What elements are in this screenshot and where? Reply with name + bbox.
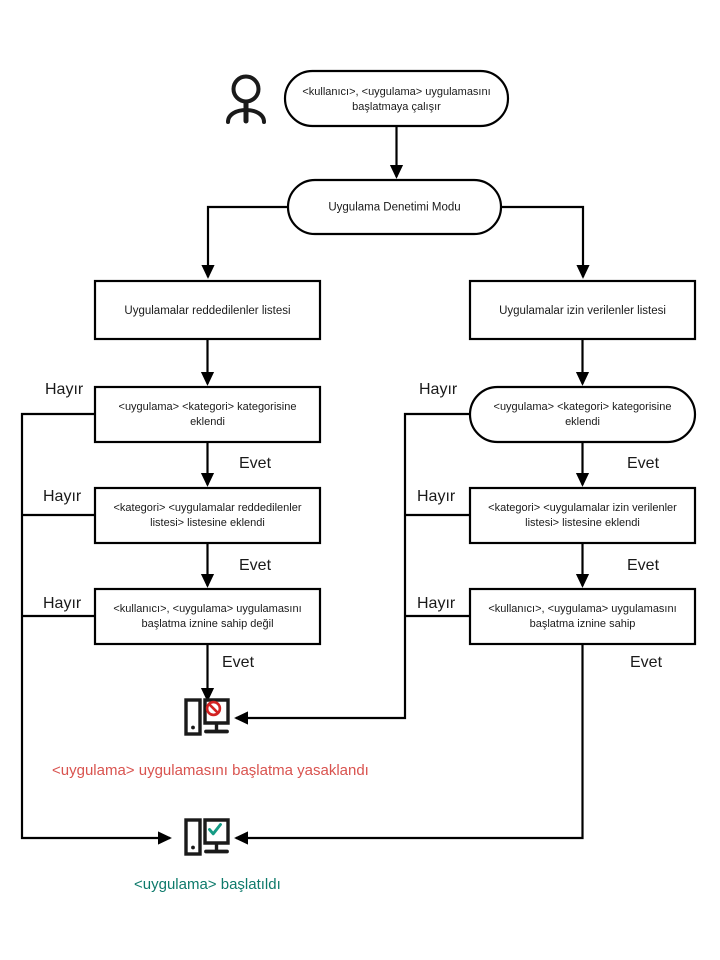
label-right-no-2: Hayır: [417, 488, 456, 505]
node-deny-list-added: <kategori> <uygulamalar reddedilenler li…: [93, 486, 322, 545]
node-start-line2: başlatmaya çalışır: [352, 101, 441, 113]
node-allow-category: <uygulama> <kategori> kategorisine eklen…: [468, 385, 697, 444]
edge-allow-category-no: [234, 412, 470, 725]
person-icon: [226, 74, 266, 124]
node-allow-category-line1: <uygulama> <kategori> kategorisine: [494, 401, 672, 413]
node-deny-category-line2: eklendi: [190, 416, 225, 428]
edge-mode-to-denylist: [201, 205, 288, 279]
node-allow-category-line2: eklendi: [565, 416, 600, 428]
edge-allow-permission-yes-to-started: [234, 644, 584, 845]
node-allow-list-added: <kategori> <uygulamalar izin verilenler …: [468, 486, 697, 545]
node-allow-permission-line1: <kullanıcı>, <uygulama> uygulamasını: [488, 603, 676, 615]
label-right-yes-1: Evet: [627, 455, 660, 472]
monitor-allowed-icon: [184, 818, 230, 856]
label-right-no-1: Hayır: [419, 381, 458, 398]
node-start: <kullanıcı>, <uygulama> uygulamasını baş…: [283, 69, 510, 128]
node-start-line1: <kullanıcı>, <uygulama> uygulamasını: [302, 86, 490, 98]
node-deny-permission-line2: başlatma iznine sahip değil: [141, 618, 273, 630]
node-allow-permission: <kullanıcı>, <uygulama> uygulamasını baş…: [468, 587, 697, 646]
label-left-no-2: Hayır: [43, 488, 82, 505]
edge-mode-to-allowlist: [501, 205, 590, 279]
node-mode-label: Uygulama Denetimi Modu: [328, 202, 460, 214]
label-left-no-1: Hayır: [45, 381, 84, 398]
blocked-outcome-label: <uygulama> uygulamasını başlatma yasakla…: [52, 762, 369, 779]
node-allowlist-label: Uygulamalar izin verilenler listesi: [499, 305, 666, 317]
node-mode: Uygulama Denetimi Modu: [286, 178, 503, 236]
node-allowlist: Uygulamalar izin verilenler listesi: [468, 279, 697, 341]
node-deny-permission-line1: <kullanıcı>, <uygulama> uygulamasını: [113, 603, 301, 615]
node-allow-list-added-line2: listesi> listesine eklendi: [525, 517, 640, 529]
node-deny-permission: <kullanıcı>, <uygulama> uygulamasını baş…: [93, 587, 322, 646]
node-allow-permission-line2: başlatma iznine sahip: [530, 618, 636, 630]
label-left-yes-3: Evet: [222, 654, 255, 671]
started-outcome-label: <uygulama> başlatıldı: [134, 876, 281, 893]
label-left-yes-2: Evet: [239, 557, 272, 574]
node-deny-category: <uygulama> <kategori> kategorisine eklen…: [93, 385, 322, 444]
node-allow-list-added-line1: <kategori> <uygulamalar izin verilenler: [488, 502, 677, 514]
label-right-yes-2: Evet: [627, 557, 660, 574]
node-denylist: Uygulamalar reddedilenler listesi: [93, 279, 322, 341]
node-deny-list-added-line2: listesi> listesine eklendi: [150, 517, 265, 529]
label-right-no-3: Hayır: [417, 595, 456, 612]
label-left-yes-1: Evet: [239, 455, 272, 472]
label-left-no-3: Hayır: [43, 595, 82, 612]
node-deny-list-added-line1: <kategori> <uygulamalar reddedilenler: [113, 502, 301, 514]
edge-deny-category-no: [20, 412, 172, 845]
node-deny-category-line1: <uygulama> <kategori> kategorisine: [119, 401, 297, 413]
label-right-yes-3: Evet: [630, 654, 663, 671]
node-denylist-label: Uygulamalar reddedilenler listesi: [124, 305, 290, 317]
monitor-blocked-icon: [184, 698, 230, 736]
